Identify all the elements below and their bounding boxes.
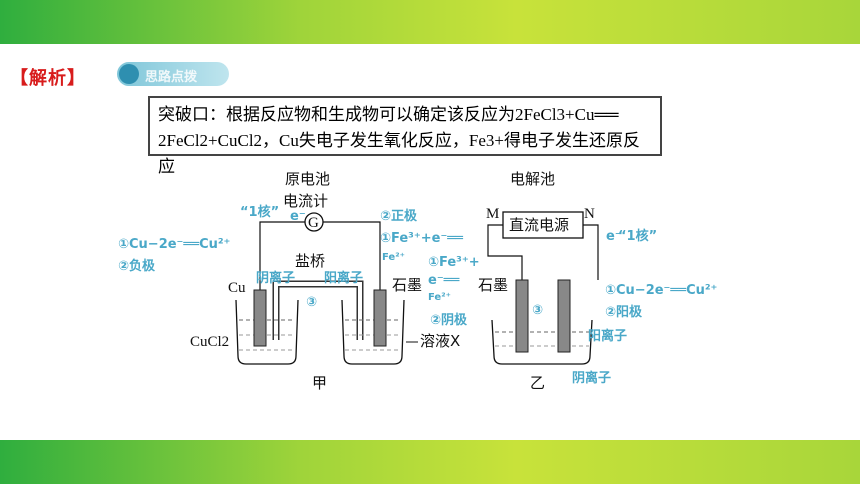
section-label: 【解析】 [10, 68, 86, 88]
graphite-label-yi: 石墨 [478, 276, 508, 294]
cathode-e-right: e⁻══ [428, 273, 460, 288]
solution-x-label: 溶液X [420, 332, 460, 350]
wire-left [259, 221, 305, 290]
terminal-m: M [486, 206, 499, 222]
salt-bridge [272, 280, 364, 340]
cathode-pole-left: ②正极 [380, 208, 418, 224]
electron-note-right: e⁻ [606, 229, 622, 244]
cathode-eq-left: ①Fe³⁺+e⁻══ [380, 231, 463, 246]
cu-electrode [253, 289, 267, 347]
electrolytic-title: 电解池 [510, 170, 555, 188]
anode-eq-left: ①Cu−2e⁻══Cu²⁺ [118, 237, 230, 252]
cathode-eq-right: ①Fe³⁺+ [428, 255, 480, 270]
galvanic-title: 原电池 [285, 170, 330, 188]
beaker-yi-label: 乙 [530, 374, 545, 392]
cathode-prod-right: Fe²⁺ [428, 292, 451, 303]
cu-label: Cu [228, 280, 246, 296]
dc-power-label: 直流电源 [509, 216, 569, 234]
beaker-right [341, 299, 405, 365]
bottom-banner [0, 440, 860, 484]
cucl2-label: CuCl2 [190, 334, 229, 350]
beaker-left [235, 299, 299, 365]
core-note-left: “1核” [240, 204, 279, 220]
step-note-right: ③ [532, 303, 543, 318]
beaker-jia-label: 甲 [312, 374, 327, 392]
badge-text: 思路点拨 [145, 69, 198, 84]
hint-line-2: 2FeCl2+CuCl2，Cu失电子发生氧化反应，Fe3+得电子发生还原反应 [158, 131, 640, 176]
electrochem-diagram: 原电池 电流计 G 盐桥 Cu 石墨 CuCl2 溶液X 甲 “1核” e⁻ ①… [118, 170, 717, 392]
cathode-prod-left: Fe²⁺ [382, 252, 405, 263]
hint-box: 突破口：根据反应物和生成物可以确定该反应为2FeCl3+Cu══ 2FeCl2+… [148, 96, 662, 176]
meter-label: 电流计 [283, 192, 328, 210]
graphite-electrode-yi [515, 279, 529, 353]
tips-badge: 思路点拨 [117, 62, 229, 86]
top-banner [0, 0, 860, 44]
galvanometer-symbol: G [308, 215, 319, 231]
salt-bridge-inner [274, 282, 362, 340]
anion-label-left: 阴离子 [256, 270, 295, 286]
terminal-n: N [584, 206, 595, 222]
cu-electrode-yi [557, 279, 571, 353]
graphite-label: 石墨 [392, 276, 422, 294]
anode-pole-right: ②阳极 [605, 304, 643, 320]
wire-m [487, 224, 523, 280]
anion-label-right: 阴离子 [572, 370, 611, 386]
core-note-right: “1核” [618, 228, 657, 244]
cation-label-right: 阳离子 [588, 328, 627, 344]
beaker-yi [491, 319, 593, 365]
graphite-electrode [373, 289, 387, 347]
cathode-pole-right: ②阴极 [430, 312, 468, 328]
hint-line-1: 突破口：根据反应物和生成物可以确定该反应为2FeCl3+Cu══ [158, 105, 619, 124]
cation-label-left: 阳离子 [324, 270, 363, 286]
tips-icon [119, 64, 139, 84]
electron-note-left: e⁻ [290, 209, 306, 224]
step-note-left: ③ [306, 295, 317, 310]
wire-right [323, 221, 381, 290]
anode-pole-left: ②负极 [118, 258, 156, 274]
anode-eq-right: ①Cu−2e⁻══Cu²⁺ [605, 283, 717, 298]
salt-bridge-label: 盐桥 [295, 252, 325, 270]
wire-n [583, 224, 599, 280]
